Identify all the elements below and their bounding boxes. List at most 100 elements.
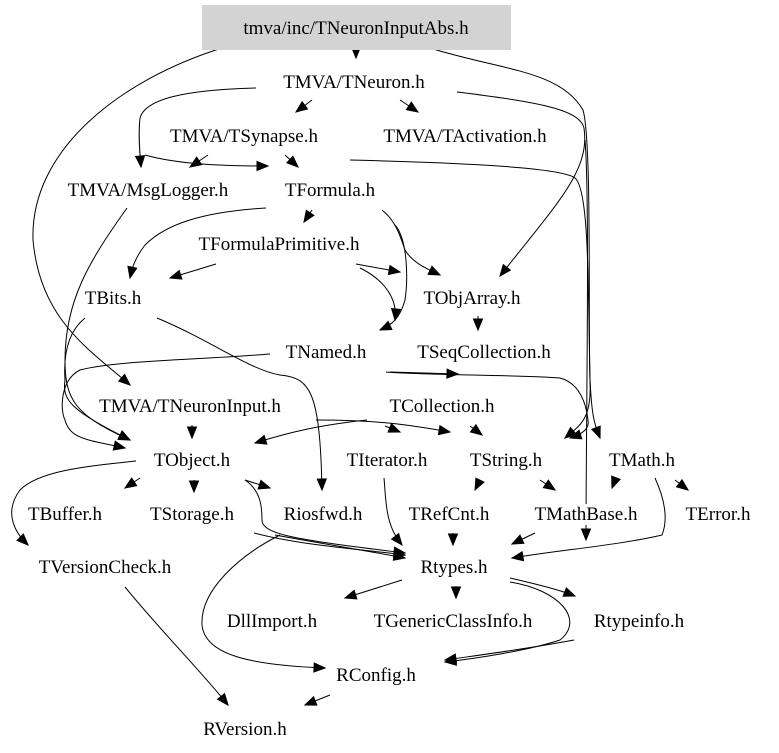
edges-layer [11,46,690,707]
node-trefcnt[interactable]: TRefCnt.h [406,504,492,525]
node-tactivation[interactable]: TMVA/TActivation.h [381,126,550,147]
edge-tformulaprimitive-to-tobjarray [355,263,402,276]
arrowhead-icon [469,423,484,436]
node-label: TError.h [686,504,751,525]
node-rtypes[interactable]: Rtypes.h [418,557,491,578]
node-background [418,557,491,578]
arrowhead-icon [134,155,146,169]
node-tversioncheck[interactable]: TVersionCheck.h [36,557,174,578]
edge-line [429,47,591,439]
node-rconfig[interactable]: RConfig.h [334,665,419,686]
node-label: TMathBase.h [535,504,638,525]
root-node[interactable]: tmva/inc/TNeuronInputAbs.h [202,5,511,50]
edge-rtypeinfo-to-rconfig [443,639,575,664]
node-tneuroninput[interactable]: TMVA/TNeuronInput.h [97,396,284,417]
node-tsynapse[interactable]: TMVA/TSynapse.h [168,126,321,147]
arrowhead-icon [499,263,512,278]
node-background [415,342,554,363]
node-rtypeinfo[interactable]: Rtypeinfo.h [591,611,687,632]
node-tstring[interactable]: TString.h [467,450,545,471]
node-msglogger[interactable]: TMVA/MsgLogger.h [65,180,231,201]
node-background [344,450,430,471]
node-label: TVersionCheck.h [39,557,172,578]
edge-line [315,419,451,433]
arrowhead-icon [390,308,402,322]
node-background [201,719,290,740]
edge-tsynapse-to-tformula [284,154,299,168]
edge-tneuron-to-msglogger [134,87,257,169]
node-tmathbase[interactable]: TMathBase.h [532,504,640,525]
edge-line [129,207,267,279]
edge-rtypes-to-tgenericclassinfo [450,586,462,600]
edge-line [63,317,131,441]
node-tmath[interactable]: TMath.h [607,450,678,471]
arrowhead-icon [542,479,557,491]
node-label: RVersion.h [203,719,287,740]
edge-tformula-to-tobjarray [381,209,442,276]
edge-tactivation-to-tmathbase [349,159,601,440]
node-label: TBuffer.h [28,504,103,525]
edge-line [444,581,571,663]
node-tseqcollection[interactable]: TSeqCollection.h [415,342,554,363]
node-tstorage[interactable]: TStorage.h [148,504,237,525]
node-background [387,396,498,417]
node-label: TIterator.h [347,450,428,471]
arrowhead-icon [580,528,592,542]
node-tbits[interactable]: TBits.h [82,288,144,309]
edge-tneuroninput-to-tstring [315,419,452,436]
node-tbuffer[interactable]: TBuffer.h [25,504,105,525]
arrowhead-icon [256,160,270,172]
edge-tneuron-to-tsynapse [294,99,313,113]
edge-rconfig-to-rversion [303,694,331,706]
node-background [406,504,492,525]
node-tgenericclassinfo[interactable]: TGenericClassInfo.h [371,611,535,632]
node-tnamed[interactable]: TNamed.h [283,342,369,363]
arrowhead-icon [474,477,485,492]
node-label: Riosfwd.h [284,504,363,525]
node-terror[interactable]: TError.h [683,504,753,525]
edge-line [584,139,589,541]
arrowhead-icon [117,430,132,441]
node-background [282,180,378,201]
node-label: TGenericClassInfo.h [374,611,533,632]
arrowhead-icon [127,265,138,280]
arrowhead-icon [510,550,525,562]
arrowhead-icon [216,692,229,707]
node-background [281,72,428,93]
node-rversion[interactable]: RVersion.h [201,719,290,740]
node-dllimport[interactable]: DllImport.h [224,611,320,632]
node-background [421,288,524,309]
edge-tstorage-to-rtypes [274,534,407,561]
node-label: Rtypes.h [420,557,488,578]
node-label: TString.h [470,450,543,471]
node-tformula[interactable]: TFormula.h [282,180,378,201]
arrowhead-icon [611,475,621,490]
node-tobjarray[interactable]: TObjArray.h [421,288,524,309]
node-riosfwd[interactable]: Riosfwd.h [281,504,365,525]
arrowhead-icon [294,100,309,113]
edge-tversioncheck-to-rversion [124,586,229,707]
edge-line [11,460,137,546]
edge-line [144,154,269,167]
node-titerator[interactable]: TIterator.h [344,450,430,471]
edge-tformula-to-tnamed [378,224,408,331]
node-tneuron[interactable]: TMVA/TNeuron.h [281,72,428,93]
edge-tneuroninput-to-tobject [186,425,198,440]
node-tcollection[interactable]: TCollection.h [387,396,498,417]
arrowhead-icon [112,440,127,451]
edge-line [244,479,406,554]
arrowhead-icon [443,653,458,664]
node-tformulaprimitive[interactable]: TFormulaPrimitive.h [196,234,362,255]
edge-tobjarray-to-tseqcollection [472,316,484,332]
edge-tnamed-to-tobject [61,353,271,451]
edge-trefcnt-to-rtypes [447,533,459,547]
edge-tobject-to-riosfwd [244,479,272,490]
edge-line [253,532,406,556]
edge-tsynapse-to-msglogger [188,154,209,168]
node-label: TFormula.h [285,180,376,201]
node-label: TFormulaPrimitive.h [199,234,360,255]
arrowhead-icon [117,373,131,386]
arrowhead-icon [168,269,183,280]
node-tobject[interactable]: TObject.h [151,450,233,471]
